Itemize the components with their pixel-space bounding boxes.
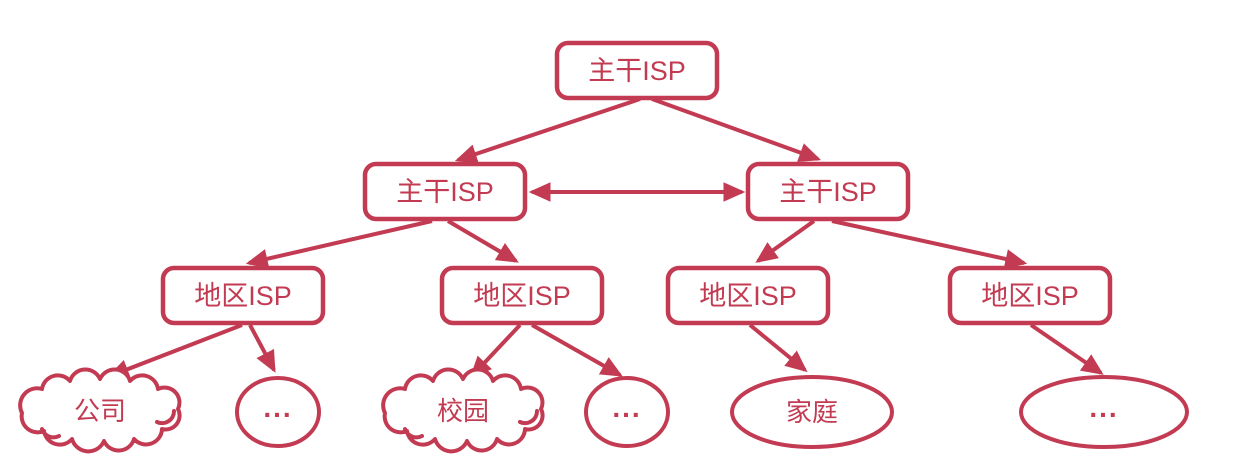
edge-regional-2-to-dots-2 (531, 323, 623, 377)
backbone-left-box (362, 161, 528, 222)
regional-4-box (947, 265, 1113, 326)
node-regional-1: 地区ISP (160, 265, 326, 326)
node-leaf-dots-2: ... (584, 376, 670, 448)
company-label: 公司 (74, 396, 126, 426)
edge-regional-3-to-home (748, 323, 808, 373)
backbone-right-box (745, 161, 911, 222)
edge-regional-1-to-dots-1 (248, 324, 276, 373)
backbone-right-label: 主干ISP (779, 177, 877, 207)
node-leaf-company: 公司 (18, 367, 182, 454)
edge-top-to-left-backbone (454, 97, 641, 164)
regional-3-box (665, 265, 831, 326)
dots-1-label: ... (263, 392, 292, 423)
node-regional-3: 地区ISP (665, 265, 831, 326)
backbone-top-box (554, 40, 720, 101)
backbone-left-label: 主干ISP (396, 177, 494, 207)
home-label: 家庭 (786, 397, 838, 427)
backbone-top-label: 主干ISP (588, 56, 686, 86)
node-leaf-dots-3: ... (1019, 375, 1189, 449)
edge-right-backbone-to-regional-4 (831, 219, 1028, 269)
node-regional-4: 地区ISP (947, 265, 1113, 326)
campus-label: 校园 (437, 396, 489, 426)
edge-top-to-right-backbone (651, 97, 822, 162)
regional-2-label: 地区ISP (473, 281, 571, 311)
node-backbone-top: 主干ISP (554, 40, 720, 101)
node-regional-2: 地区ISP (439, 265, 605, 326)
dots-1-ellipse (235, 376, 321, 448)
home-ellipse (730, 375, 894, 449)
regional-4-label: 地区ISP (981, 281, 1079, 311)
node-leaf-campus: 校园 (381, 367, 545, 454)
edge-left-backbone-to-regional-1 (245, 219, 433, 269)
edge-regional-1-to-company (106, 323, 243, 379)
diagram-edges (106, 97, 1104, 379)
edge-regional-2-to-campus (469, 323, 522, 379)
regional-3-label: 地区ISP (699, 281, 797, 311)
dots-3-ellipse (1019, 375, 1189, 449)
node-backbone-right: 主干ISP (745, 161, 911, 222)
edge-left-backbone-to-regional-2 (446, 219, 519, 263)
dots-2-label: ... (612, 392, 641, 423)
node-leaf-home: 家庭 (730, 375, 894, 449)
regional-1-label: 地区ISP (194, 281, 292, 311)
regional-1-box (160, 265, 326, 326)
edge-regional-4-to-dots-3 (1029, 323, 1104, 375)
dots-3-label: ... (1089, 392, 1118, 423)
edge-right-backbone-to-regional-3 (755, 219, 816, 263)
regional-2-box (439, 265, 605, 326)
node-leaf-dots-1: ... (235, 376, 321, 448)
node-backbone-left: 主干ISP (362, 161, 528, 222)
dots-2-ellipse (584, 376, 670, 448)
